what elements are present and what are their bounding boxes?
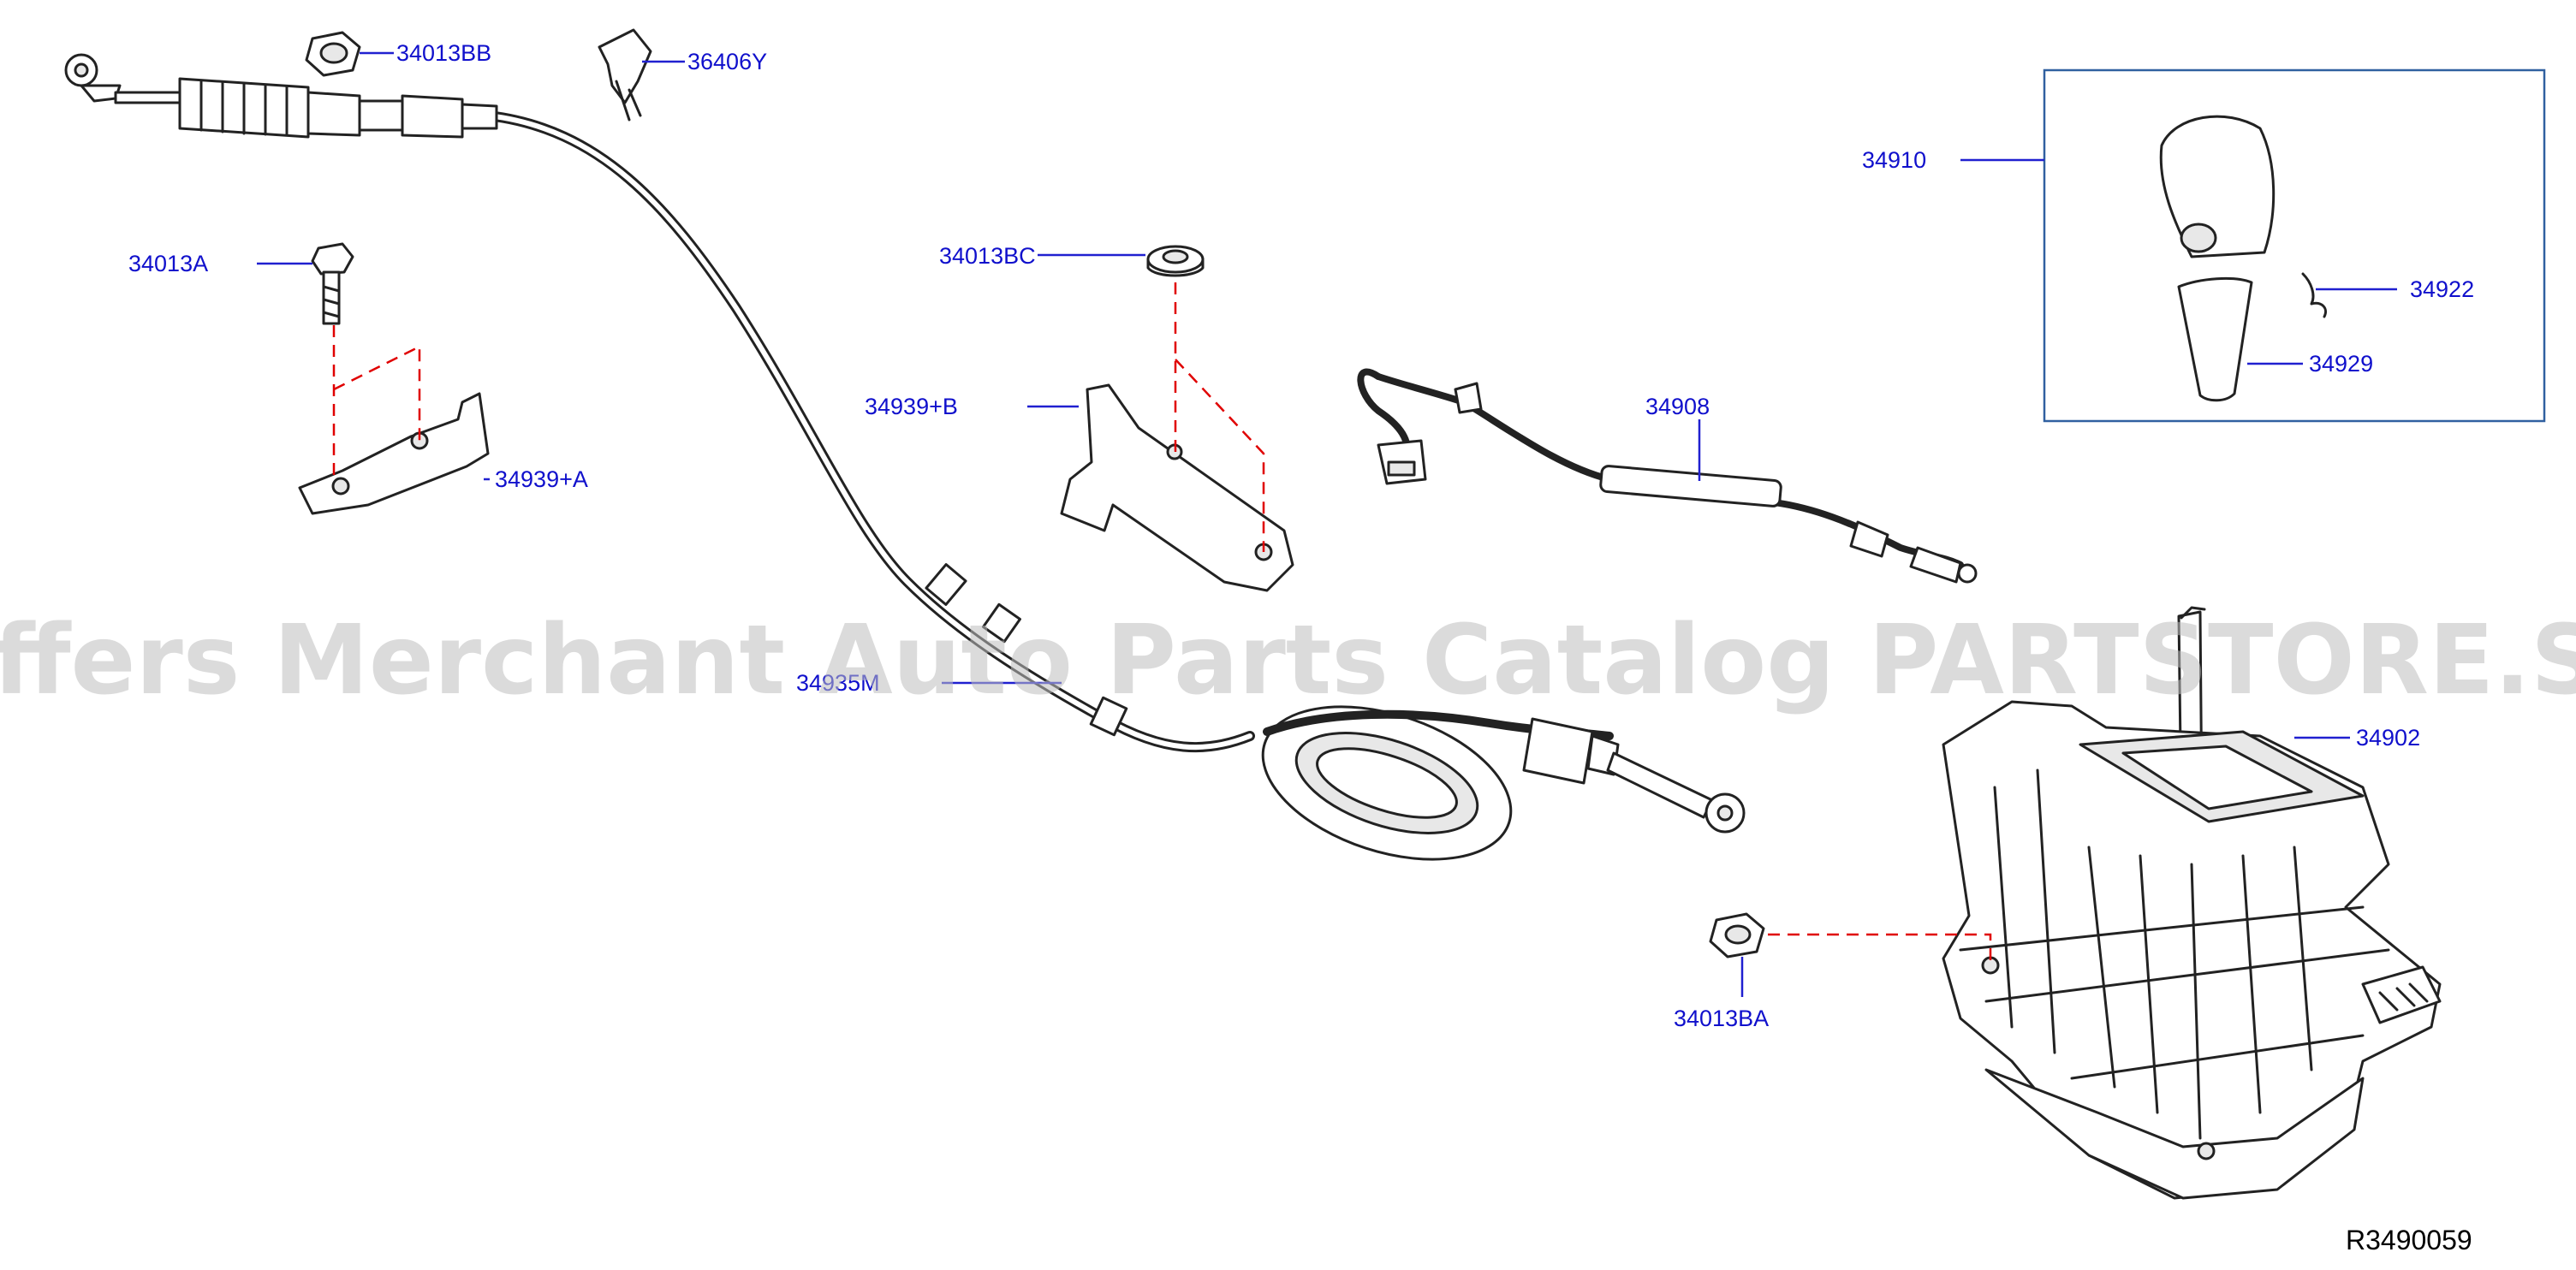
callout-34935m[interactable]: 34935M (796, 670, 880, 696)
bracket-34939a[interactable] (298, 392, 490, 515)
assembly-guides (332, 282, 1992, 965)
callout-34013ba[interactable]: 34013BA (1674, 1006, 1769, 1031)
callout-34013a[interactable]: 34013A (128, 251, 208, 276)
shift-device-34902[interactable] (1942, 606, 2442, 1200)
clip-36406y[interactable] (598, 28, 652, 122)
callout-34939a[interactable]: 34939+A (495, 466, 588, 492)
leader-lines (257, 51, 2397, 997)
callout-34922[interactable]: 34922 (2410, 276, 2474, 302)
knob-kit[interactable] (2043, 68, 2546, 423)
callout-34908[interactable]: 34908 (1645, 394, 1710, 419)
nut-34013bb[interactable] (305, 31, 361, 77)
shift-cable[interactable] (64, 53, 1746, 887)
callout-34929[interactable]: 34929 (2309, 351, 2373, 377)
bracket-34939b[interactable] (1060, 383, 1294, 592)
callout-36406y[interactable]: 36406Y (687, 49, 767, 74)
callout-34939b[interactable]: 34939+B (865, 394, 958, 419)
nut-34013ba[interactable] (1709, 912, 1765, 958)
callout-labels: 34013BB 36406Y 34013A 34939+A 34013BC 34… (128, 40, 2474, 1031)
diagram-reference-code: R3490059 (2346, 1225, 2472, 1255)
cable-34908[interactable] (1357, 368, 1978, 584)
watermark-text: Offers Merchant Auto Parts Catalog PARTS… (0, 605, 2576, 716)
bolt-34013a[interactable] (311, 242, 354, 325)
callout-34902[interactable]: 34902 (2356, 725, 2420, 751)
callout-34910[interactable]: 34910 (1862, 147, 1926, 173)
callout-34013bc[interactable]: 34013BC (939, 243, 1036, 269)
callout-34013bb[interactable]: 34013BB (396, 40, 491, 66)
grommet-34013bc[interactable] (1146, 245, 1205, 277)
